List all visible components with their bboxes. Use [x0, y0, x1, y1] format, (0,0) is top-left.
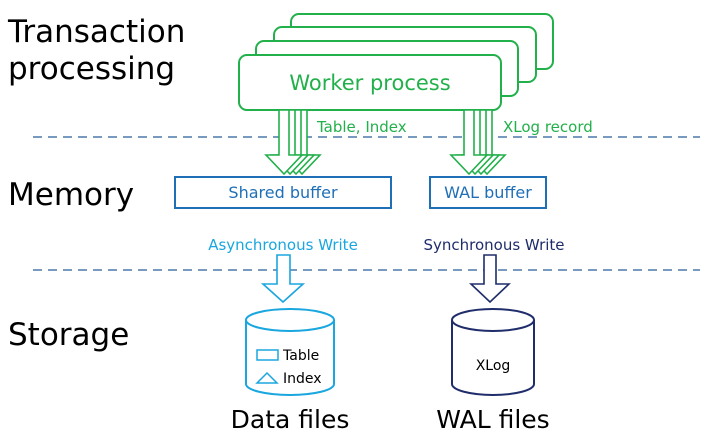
table-index-label: Table, Index	[316, 118, 407, 136]
arrow-stack-table-index	[264, 109, 322, 176]
layer-label-memory: Memory	[8, 177, 134, 213]
layer-label-processing: processing	[8, 51, 175, 87]
async-write-arrow	[260, 254, 306, 304]
sync-write-arrow	[468, 254, 512, 304]
worker-box-front	[238, 54, 502, 111]
wal-files-xlog-label: XLog	[476, 358, 511, 374]
table-icon	[256, 349, 279, 361]
data-files-caption: Data files	[231, 405, 350, 434]
data-files-cylinder: Table Index	[245, 308, 335, 396]
wal-files-caption: WAL files	[436, 405, 549, 434]
worker-process-label: Worker process	[289, 71, 450, 95]
wal-files-cylinder: XLog	[451, 308, 535, 396]
async-write-label: Asynchronous Write	[208, 236, 358, 254]
sync-write-label: Synchronous Write	[423, 236, 564, 254]
arrow-stack-xlog-record	[449, 109, 507, 176]
wal-buffer-box	[429, 176, 547, 209]
layer-label-storage: Storage	[8, 317, 129, 353]
xlog-record-label: XLog record	[503, 118, 593, 136]
shared-buffer-label: Shared buffer	[228, 183, 338, 202]
data-files-table-label: Table	[282, 348, 319, 364]
wal-buffer-label: WAL buffer	[444, 183, 532, 202]
shared-buffer-box	[174, 176, 392, 209]
index-icon	[255, 371, 279, 384]
data-files-index-label: Index	[283, 371, 322, 387]
worker-process-stack: Worker process	[238, 13, 554, 111]
layer-label-transaction: Transaction	[7, 14, 185, 50]
